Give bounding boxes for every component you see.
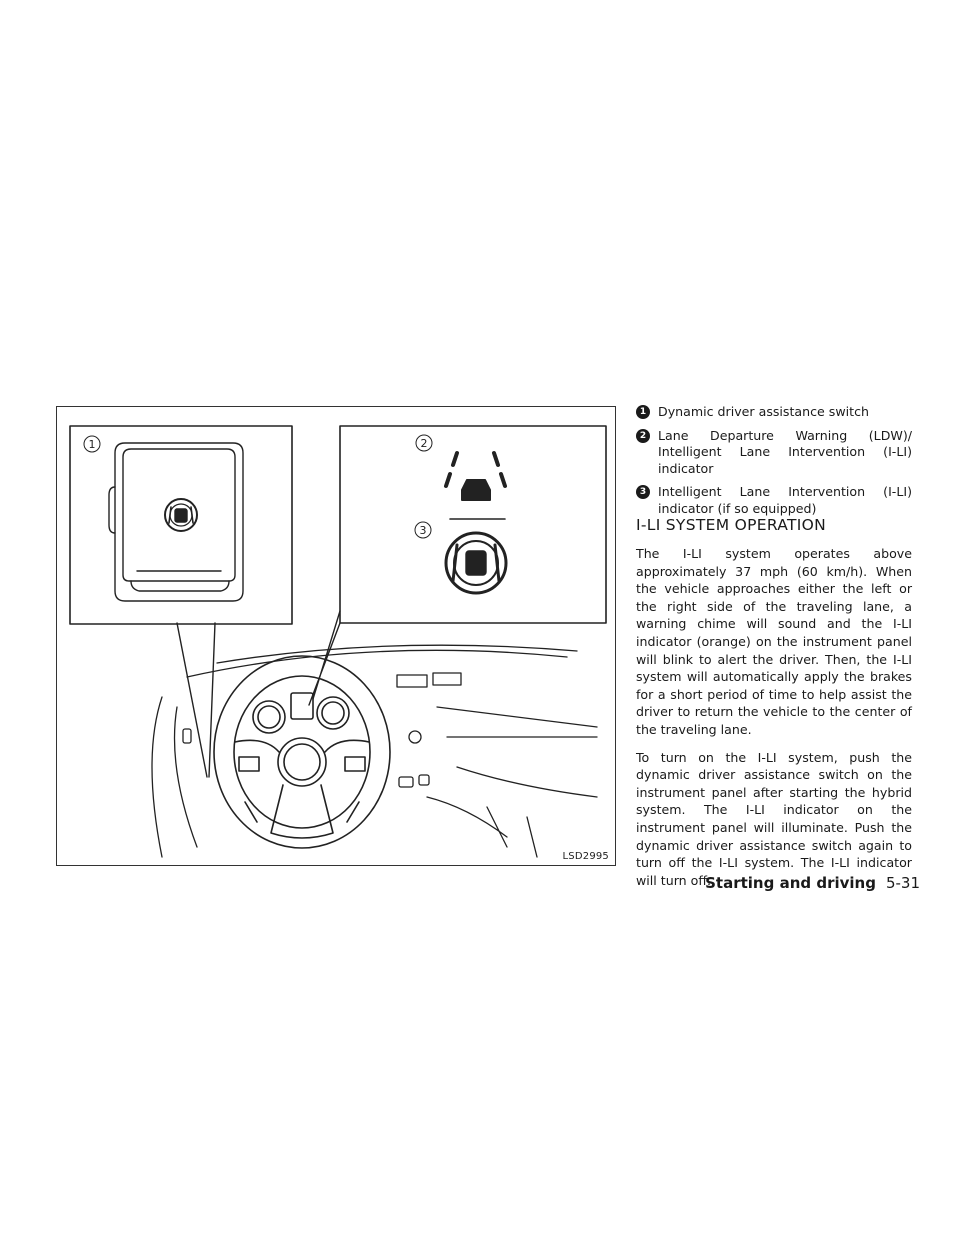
figure-legend: 1 Dynamic driver assistance switch 2 Lan… (636, 404, 912, 524)
legend-text: Intelligent Lane Intervention (I-LI) ind… (658, 484, 912, 516)
leader-line-indicator (308, 610, 341, 706)
ili-indicator-icon (444, 531, 508, 595)
body-paragraph: To turn on the I-LI system, push the dyn… (636, 749, 912, 888)
page-footer: Starting and driving 5-31 (705, 874, 920, 892)
footer-section-title: Starting and driving (705, 874, 876, 892)
dashboard-illustration: 1 2 3 (56, 406, 616, 866)
callout-box-switch (69, 425, 293, 625)
dashboard-drawing (151, 644, 598, 858)
steering-wheel-drawing (213, 655, 391, 849)
ldw-indicator-icon (444, 451, 507, 501)
legend-item: 1 Dynamic driver assistance switch (636, 404, 912, 421)
legend-number-badge: 1 (636, 405, 650, 419)
body-text: The I-LI system operates above approxima… (636, 545, 912, 899)
page-number: 5-31 (885, 874, 920, 892)
legend-number-badge: 2 (636, 428, 650, 443)
legend-text: Dynamic driver assistance switch (658, 404, 870, 419)
dynamic-assist-switch-icon (164, 498, 198, 532)
callout-2: 2 (421, 437, 428, 450)
body-paragraph: The I-LI system operates above approxima… (636, 546, 912, 737)
switch-panel (114, 442, 244, 602)
figure-code: LSD2995 (562, 851, 609, 862)
callout-1: 1 (89, 438, 96, 451)
legend-item: 3 Intelligent Lane Intervention (I-LI) i… (636, 484, 912, 517)
illustration-drawing: 1 2 3 (69, 425, 607, 858)
callout-3: 3 (420, 524, 427, 537)
leader-line-switch (176, 622, 216, 778)
callout-box-indicators (339, 425, 607, 624)
legend-item: 2 Lane Departure Warning (LDW)/ Intellig… (636, 428, 912, 478)
legend-text: Lane Departure Warning (LDW)/ Intelligen… (658, 427, 912, 476)
section-heading: I-LI SYSTEM OPERATION (636, 516, 827, 534)
legend-number-badge: 3 (636, 485, 650, 499)
